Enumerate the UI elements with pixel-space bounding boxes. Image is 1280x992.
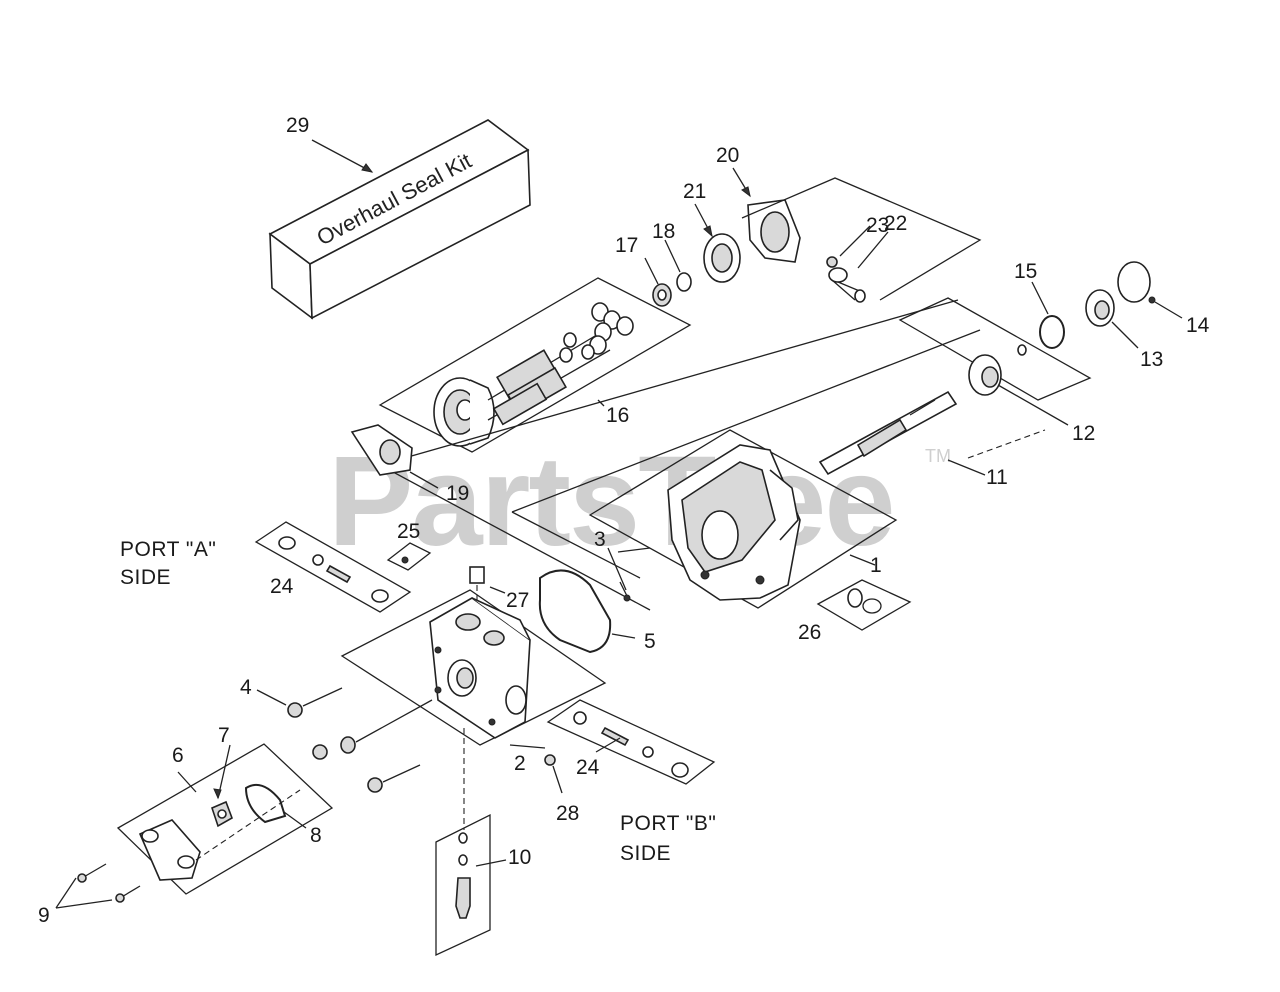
callout-16: 16 — [606, 404, 629, 427]
center-section-block[interactable] — [429, 597, 531, 739]
callout-24b: 24 — [576, 756, 600, 779]
callout-7: 7 — [218, 724, 230, 747]
callout-18: 18 — [652, 220, 675, 243]
callout-21: 21 — [683, 180, 706, 203]
part-10-bypass-valve[interactable] — [455, 832, 471, 919]
callout-27: 27 — [506, 589, 529, 612]
part-4-bolts[interactable] — [287, 687, 433, 793]
part-24b-check-valve[interactable] — [573, 711, 689, 778]
part-14-cover[interactable] — [1117, 261, 1156, 304]
watermark-tm: TM — [925, 446, 951, 466]
callout-4: 4 — [240, 676, 252, 699]
part-18-washer[interactable] — [676, 272, 692, 292]
callout-8: 8 — [310, 824, 322, 847]
callout-9: 9 — [38, 904, 50, 927]
part-21-bearing[interactable] — [703, 233, 741, 283]
part-7-nut[interactable] — [211, 800, 233, 828]
callout-26: 26 — [798, 621, 821, 644]
watermark-text: PartsTree — [328, 430, 894, 573]
part-5-gasket[interactable] — [538, 569, 612, 654]
part-23-screw[interactable] — [826, 256, 838, 268]
callout-15: 15 — [1014, 260, 1037, 283]
callout-5: 5 — [644, 630, 656, 653]
part-3-dowel-pins[interactable] — [617, 547, 651, 602]
part-11-input-shaft[interactable] — [818, 390, 958, 476]
part-8-gasket[interactable] — [244, 784, 287, 824]
callout-1: 1 — [870, 554, 882, 577]
callout-11: 11 — [986, 466, 1008, 489]
part-27-plug[interactable] — [469, 566, 485, 584]
seal-kit-box[interactable]: Overhaul Seal Kit — [268, 119, 531, 320]
callout-28: 28 — [556, 802, 579, 825]
callout-22: 22 — [884, 212, 907, 235]
port-a-label-line2: SIDE — [120, 566, 171, 589]
callout-17: 17 — [615, 234, 638, 257]
callout-23: 23 — [866, 214, 889, 237]
port-b-label-line2: SIDE — [620, 842, 671, 865]
callout-2: 2 — [514, 752, 526, 775]
callout-24a: 24 — [270, 575, 294, 598]
part-24a-check-valve[interactable] — [278, 536, 389, 603]
part-22-trunnion-shaft[interactable] — [828, 267, 866, 303]
port-a-label-line1: PORT "A" — [120, 538, 216, 561]
pistons[interactable] — [559, 302, 634, 363]
callout-3: 3 — [594, 528, 606, 551]
part-20-swashplate[interactable] — [747, 199, 801, 263]
part-15-snap-ring[interactable] — [1039, 315, 1065, 349]
callout-20: 20 — [716, 144, 739, 167]
part-9-screws[interactable] — [77, 863, 141, 903]
port-b-label-line1: PORT "B" — [620, 812, 716, 835]
piston-springs[interactable] — [492, 349, 567, 426]
callout-10: 10 — [508, 846, 531, 869]
part-17-ring[interactable] — [652, 283, 672, 307]
part-26-filter[interactable] — [847, 588, 882, 614]
callout-13: 13 — [1140, 348, 1163, 371]
callout-12: 12 — [1072, 422, 1095, 445]
callout-19: 19 — [446, 482, 469, 505]
main-housing[interactable] — [667, 444, 801, 601]
callout-6: 6 — [172, 744, 184, 767]
callout-29: 29 — [286, 114, 309, 137]
part-6-end-cap[interactable] — [138, 819, 201, 881]
callout-14: 14 — [1186, 314, 1210, 337]
part-28-plug[interactable] — [544, 754, 556, 766]
part-13-seal[interactable] — [1085, 289, 1115, 327]
part-12-bearing[interactable] — [968, 354, 1002, 396]
callout-25: 25 — [397, 520, 420, 543]
part-19-thrust-plate[interactable] — [350, 424, 413, 476]
